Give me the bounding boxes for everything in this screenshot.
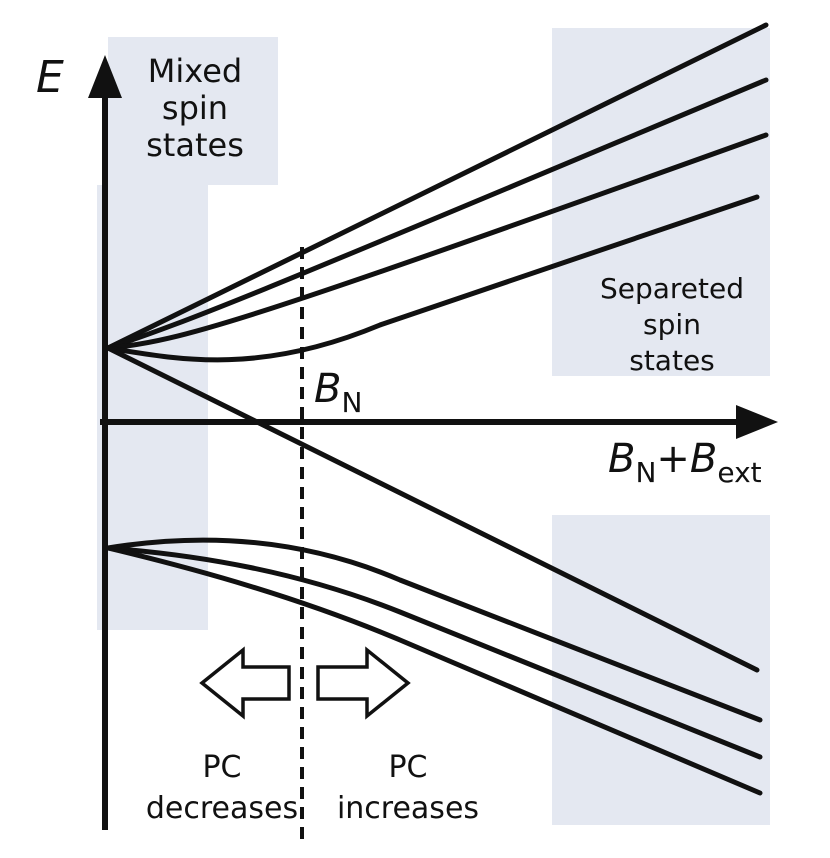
pc-right-line2: increases: [337, 791, 479, 826]
mixed-region-left: [97, 185, 208, 630]
pc-right-line1: PC: [388, 750, 427, 785]
x-axis-label-plus: +: [656, 436, 690, 482]
mixed-label-line3: states: [146, 126, 244, 164]
x-axis-label-sub2: ext: [717, 456, 761, 489]
left-hollow-arrow-icon: [199, 646, 291, 720]
upper-level-4: [105, 194, 760, 363]
x-axis-label-main: B: [608, 436, 635, 482]
x-axis-label: BN+Bext: [608, 436, 762, 489]
separated-label-line3: states: [629, 344, 715, 377]
lower-level-1: [105, 537, 763, 723]
upper-level-1: [105, 22, 769, 351]
separated-region-top: [552, 28, 770, 376]
x-axis-label-sub1: N: [635, 456, 656, 489]
x-axis-arrowhead: [736, 405, 778, 439]
pc-left-line1: PC: [202, 750, 241, 785]
separated-label-line1: Separeted: [600, 272, 744, 305]
lower-level-2: [105, 545, 763, 760]
mixed-label-line2: spin: [162, 89, 228, 127]
mixed-region-top: [108, 37, 278, 185]
descending-level: [105, 345, 760, 673]
lower-level-3: [105, 545, 763, 796]
mixed-label-line1: Mixed: [148, 52, 242, 90]
bn-label-sub: N: [341, 386, 362, 419]
x-axis-label-main2: B: [690, 436, 717, 482]
upper-level-2: [105, 77, 769, 351]
separated-region-bottom: [552, 515, 770, 825]
energy-curves: [105, 22, 769, 796]
bn-label: BN: [314, 366, 362, 419]
y-axis-label: E: [36, 52, 64, 103]
bn-label-main: B: [314, 366, 341, 412]
pc-left-line2: decreases: [146, 791, 298, 826]
upper-level-3: [105, 132, 769, 351]
right-hollow-arrow-icon: [316, 646, 411, 720]
separated-label-line2: spin: [643, 308, 701, 341]
y-axis-arrowhead: [88, 55, 122, 98]
